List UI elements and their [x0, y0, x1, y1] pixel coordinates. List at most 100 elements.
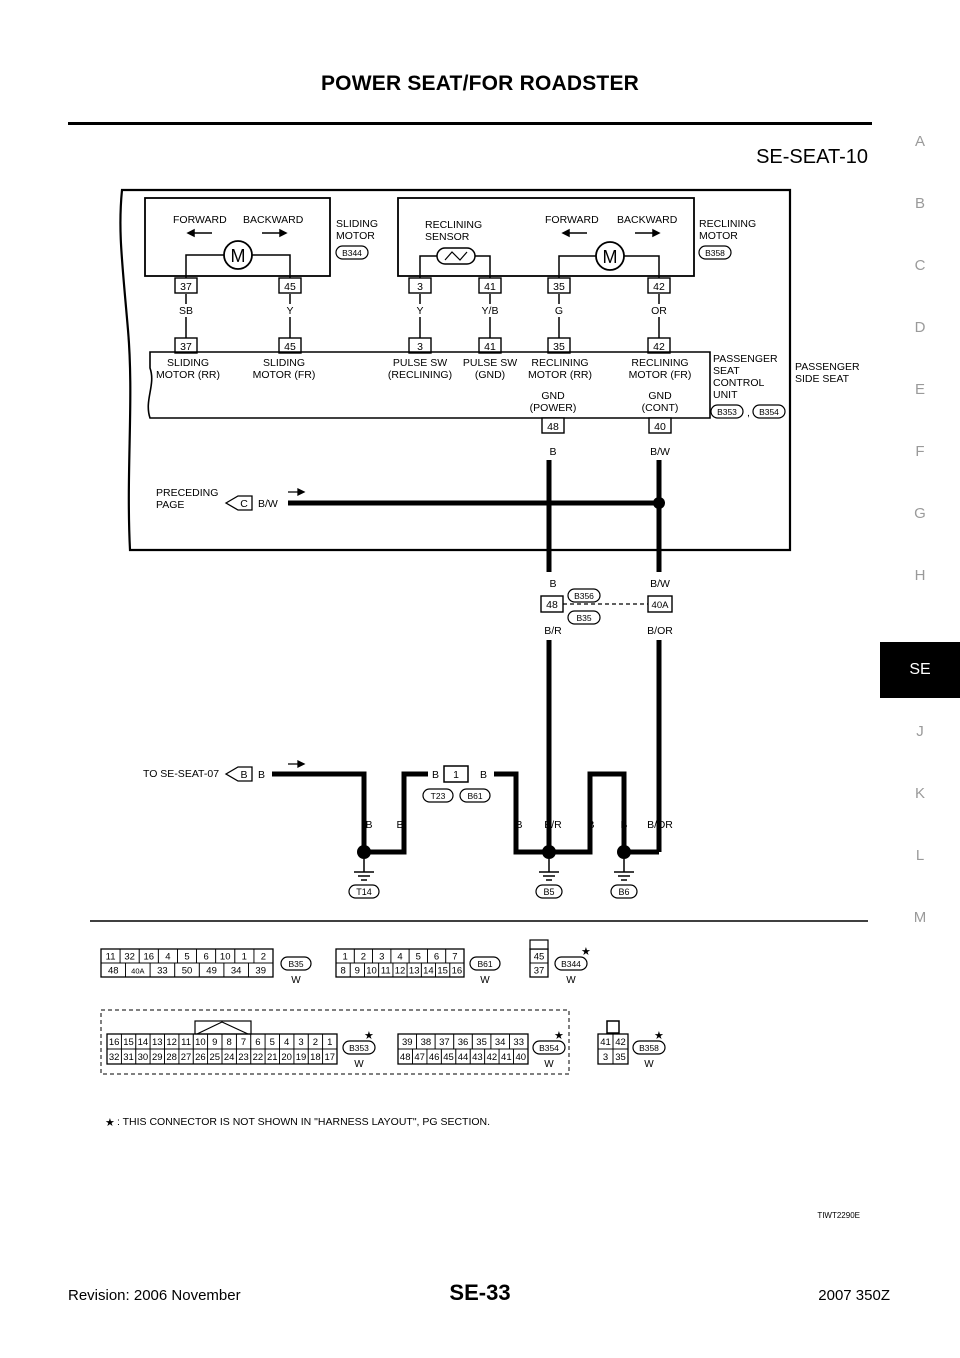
section-tab-g[interactable]: G	[914, 505, 926, 522]
splice-right-wire: B	[480, 769, 487, 781]
ground-wire-label: B	[515, 819, 522, 831]
connector-cell-label: 6	[434, 952, 439, 963]
connector-cell-label: 34	[495, 1037, 506, 1048]
unit-pin	[408, 337, 432, 354]
star-icon: ★	[581, 946, 591, 958]
gnd-power-label-1: GND	[541, 390, 565, 402]
direction-arrow-icon	[288, 759, 306, 769]
seat-label-2: SIDE SEAT	[795, 373, 850, 385]
cv-b353-color: W	[354, 1059, 364, 1070]
footnote-text: : THIS CONNECTOR IS NOT SHOWN IN "HARNES…	[117, 1116, 490, 1128]
splice-pin	[443, 765, 469, 783]
footnote-star-icon: ★	[105, 1117, 115, 1129]
connector-cell-label: 45	[534, 952, 545, 963]
connector-cell-label: 5	[416, 952, 421, 963]
control-unit-box	[147, 351, 711, 419]
section-tab-c[interactable]: C	[914, 257, 926, 274]
connector-cell-label: 15	[437, 966, 448, 977]
connector-cell-label: 32	[109, 1052, 120, 1063]
connector-cell-label: 33	[513, 1037, 524, 1048]
star-icon: ★	[654, 1030, 664, 1042]
connector-cell-label: 34	[231, 966, 242, 977]
connector-badge-b356	[567, 588, 601, 603]
ground-t14-label: T14	[356, 887, 372, 897]
page-title: POWER SEAT/FOR ROADSTER	[320, 72, 640, 95]
connector-b353-label: B353	[717, 407, 737, 417]
connector-cell-label: 12	[395, 966, 406, 977]
section-tab-e[interactable]: E	[914, 381, 925, 398]
cv-badge-b354	[532, 1040, 566, 1055]
wire-b-b5-b6	[549, 771, 627, 855]
connector-cell-label: 39	[255, 966, 266, 977]
connector-cell-label: 6	[255, 1037, 260, 1048]
sliding-motor-box	[144, 197, 331, 277]
connector-b354-label: B354	[759, 407, 779, 417]
motor-pin-label: 42	[653, 281, 665, 293]
connector-cell-label: 48	[108, 966, 119, 977]
connector-cell-label: 16	[143, 952, 154, 963]
gnd-power-label-2: (POWER)	[530, 402, 577, 414]
connector-cell-label: 14	[423, 966, 434, 977]
reclining-backward-label: BACKWARD	[617, 214, 678, 226]
section-tab-d[interactable]: D	[914, 319, 926, 336]
connector-cell	[248, 962, 274, 978]
sliding-motor-label-2: MOTOR	[336, 230, 375, 242]
unit-label-2: SEAT	[713, 365, 740, 377]
connector-b344-label: B344	[342, 248, 362, 258]
connector-b356-label: B356	[574, 591, 594, 601]
connector-cell-label: 5	[270, 1037, 275, 1048]
connector-cell-label: 12	[166, 1037, 177, 1048]
connector-badge-b61	[459, 788, 491, 803]
section-tab-l[interactable]: L	[915, 847, 925, 864]
section-tab-f[interactable]: F	[915, 443, 925, 460]
cv-b353-name: B353	[349, 1043, 369, 1053]
section-tab-m[interactable]: M	[913, 909, 927, 926]
ground-dot-t14	[357, 845, 371, 859]
connector-b61-label: B61	[467, 791, 482, 801]
seat-label-1: PASSENGER	[795, 361, 860, 373]
connector-separator: ,	[747, 407, 750, 419]
header-rule	[68, 122, 872, 125]
ground-b5-label: B5	[543, 887, 554, 897]
ground-wire-label: B	[365, 819, 372, 831]
connector-cell-label: 37	[534, 966, 545, 977]
cv-b344-name: B344	[561, 959, 581, 969]
diagram-id: SE-SEAT-10	[756, 146, 868, 168]
section-tab-h[interactable]: H	[914, 567, 926, 584]
connector-cell-label: 22	[253, 1052, 264, 1063]
ground-wire-label: B	[587, 819, 594, 831]
motor-pin-label: 37	[180, 281, 192, 293]
section-tab-a[interactable]: A	[914, 133, 925, 150]
reclining-motor-label-1: RECLINING	[699, 218, 756, 230]
joint-upper-left-wire: B	[549, 578, 556, 590]
section-tab-b[interactable]: B	[914, 195, 925, 212]
unit-pin-label: 41	[484, 341, 496, 353]
ground-badge-b5	[535, 884, 563, 899]
connector-cell-label: 1	[327, 1037, 332, 1048]
connector-cell-label: 8	[227, 1037, 232, 1048]
connector-b35-label: B35	[576, 613, 591, 623]
section-tab-k[interactable]: K	[914, 785, 925, 802]
connector-cell	[322, 1048, 338, 1065]
to-seat07-label: TO SE-SEAT-07	[143, 768, 219, 780]
ground-dot-b5	[542, 845, 556, 859]
section-tab-se[interactable]: SE	[880, 642, 960, 698]
unit-pin-label: 37	[180, 341, 192, 353]
motor-pin	[547, 277, 571, 294]
connector-cell-label: 17	[325, 1052, 336, 1063]
cv-b344-color: W	[566, 975, 576, 986]
sliding-backward-label: BACKWARD	[243, 214, 304, 226]
sensor-wiring	[419, 255, 491, 279]
motor-pin	[408, 277, 432, 294]
ground-wire-label: B/OR	[647, 819, 673, 831]
gnd-cont-pin	[648, 417, 672, 434]
unit-terminal-label: RECLINING	[631, 357, 688, 369]
connector-cell-label: 4	[284, 1037, 289, 1048]
section-tab-j[interactable]: J	[916, 723, 924, 740]
reclining-motor-symbol: M	[603, 247, 618, 267]
